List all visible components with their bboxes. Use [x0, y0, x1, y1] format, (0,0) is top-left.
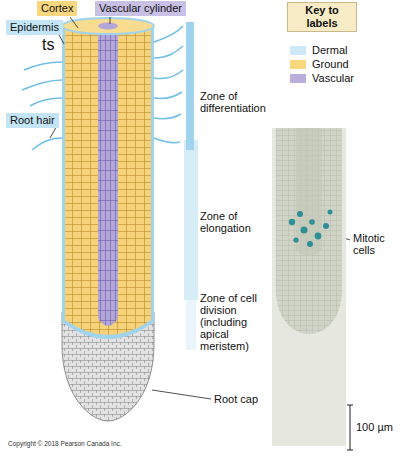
legend-swatch	[290, 74, 306, 83]
cortex-label: Cortex	[37, 1, 77, 16]
key-box: Key to labels	[287, 2, 357, 32]
leader-line	[59, 35, 64, 44]
root-hairs	[22, 26, 183, 150]
mitotic-cell	[289, 219, 295, 225]
root-hair	[154, 92, 182, 99]
legend-swatch	[290, 46, 306, 55]
vascular-cylinder-label: Vascular cylinder	[95, 1, 186, 16]
slide-text-fragment: ts	[42, 36, 54, 54]
epidermis	[62, 26, 154, 339]
vascular-cylinder	[98, 26, 118, 326]
root-hair	[30, 98, 62, 106]
root-hair	[22, 80, 62, 90]
legend-item: Vascular	[290, 72, 400, 85]
cortex	[65, 26, 151, 335]
label-text: Cortex	[41, 2, 73, 15]
root-hair	[32, 138, 62, 150]
micrograph	[272, 128, 346, 446]
micrograph-stele	[296, 128, 322, 256]
cut-face-vascular	[98, 23, 118, 30]
scale-bar-line	[347, 405, 353, 450]
legend-text: Ground	[312, 58, 349, 70]
micrograph-ground	[272, 128, 346, 446]
zone-bar	[186, 22, 194, 150]
epidermis-label: Epidermis	[6, 20, 63, 35]
leader-line	[70, 17, 78, 28]
mitotic-cell	[315, 233, 322, 240]
leader-line	[110, 17, 111, 24]
label-text: Epidermis	[10, 21, 59, 34]
cut-face	[62, 18, 154, 34]
root-hair	[24, 62, 62, 70]
mitotic-cells	[289, 210, 333, 248]
root-hair	[154, 70, 183, 79]
mitotic-cell	[323, 223, 329, 229]
root-hair	[154, 138, 180, 143]
zone-bar	[184, 140, 198, 300]
label-text: Root hair	[10, 114, 55, 127]
mitotic-cell	[293, 237, 298, 242]
zone-label: Zone of differentiation	[200, 90, 286, 114]
mitotic-cell	[328, 210, 333, 215]
zone-label: Zone of cell division (including apical …	[200, 292, 268, 352]
label-text: Key to labels	[292, 4, 352, 30]
mitotic-cell	[307, 241, 313, 247]
label-text: Vascular cylinder	[99, 2, 182, 15]
mitotic-cell	[297, 211, 303, 217]
callout-label: Mitotic cells	[353, 232, 397, 256]
mitotic-cell	[309, 219, 315, 225]
root-hair	[154, 114, 181, 119]
leader-line	[152, 390, 211, 399]
copyright-note: Copyright © 2018 Pearson Canada Inc.	[8, 440, 122, 448]
zone-label: Zone of elongation	[200, 210, 270, 234]
root-hair-label: Root hair	[6, 113, 59, 128]
scale-label: 100 µm	[356, 421, 393, 433]
root-hair	[154, 46, 183, 58]
legend-item: Ground	[290, 58, 400, 71]
legend-swatch	[290, 60, 306, 69]
legend-text: Vascular	[312, 72, 354, 84]
root-hair	[154, 26, 183, 42]
legend-text: Dermal	[312, 44, 347, 56]
legend-item: Dermal	[290, 44, 400, 57]
zone-bar	[186, 300, 196, 350]
micrograph-root	[276, 128, 342, 334]
part-label: Root cap	[214, 393, 258, 405]
scale-bar	[347, 405, 353, 450]
mitotic-cell	[301, 227, 308, 234]
